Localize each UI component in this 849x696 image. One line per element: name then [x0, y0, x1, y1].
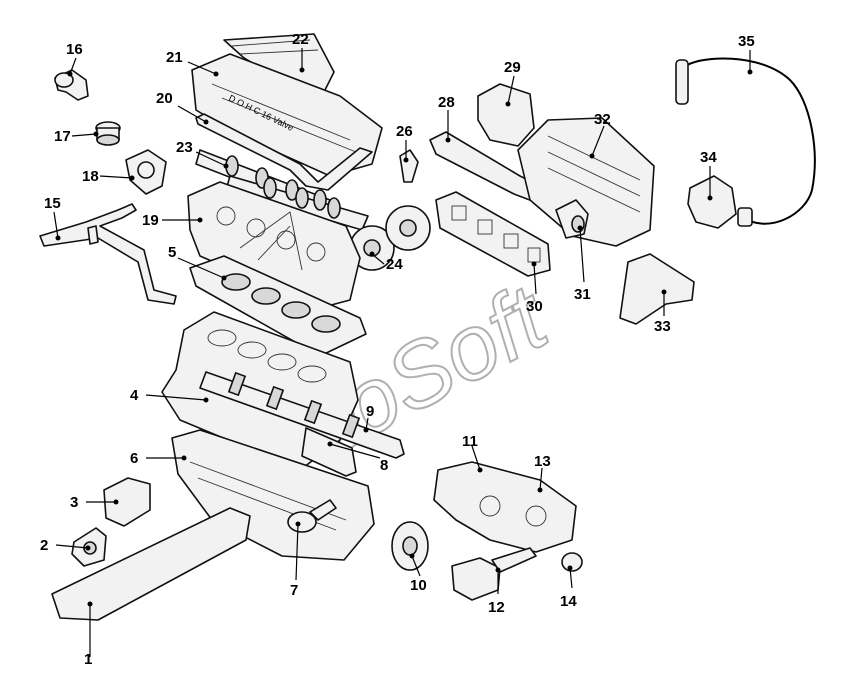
throttle-body — [477, 83, 535, 147]
water-outlet — [125, 149, 167, 195]
callout-24: 24 — [386, 256, 403, 273]
callout-26: 26 — [396, 123, 413, 140]
callout-11: 11 — [462, 433, 478, 450]
thermostat — [95, 121, 121, 146]
callout-15: 15 — [44, 195, 61, 212]
head-gasket — [189, 255, 367, 357]
callout-1: 1 — [84, 651, 92, 668]
drain-plug — [561, 552, 583, 572]
callout-21: 21 — [166, 49, 183, 66]
callout-23: 23 — [176, 139, 193, 156]
cover-gasket — [195, 113, 373, 191]
water-pipe — [39, 203, 177, 305]
callout-18: 18 — [82, 168, 99, 185]
callout-10: 10 — [410, 577, 427, 594]
callout-28: 28 — [438, 94, 455, 111]
callout-12: 12 — [488, 599, 505, 616]
callout-20: 20 — [156, 90, 173, 107]
mount-bracket — [103, 477, 151, 527]
coolant-sensor — [399, 149, 419, 183]
callout-8: 8 — [380, 457, 388, 474]
oil-strainer — [287, 499, 337, 533]
callout-31: 31 — [574, 286, 591, 303]
intake-manifold — [517, 117, 655, 247]
callout-13: 13 — [534, 453, 551, 470]
oil-filter-fitting — [451, 547, 537, 601]
callout-30: 30 — [526, 298, 543, 315]
manifold-bracket — [619, 253, 695, 325]
oil-pump-housing — [433, 461, 577, 553]
callout-leaders — [53, 48, 753, 657]
callout-16: 16 — [66, 41, 83, 58]
callout-19: 19 — [142, 212, 159, 229]
callout-29: 29 — [504, 59, 521, 76]
callout-34: 34 — [700, 149, 717, 166]
callout-2: 2 — [40, 537, 48, 554]
callout-35: 35 — [738, 33, 755, 50]
cam-gears — [349, 205, 431, 271]
thermostat-housing — [54, 69, 89, 101]
camshafts — [195, 149, 369, 231]
callout-5: 5 — [168, 244, 176, 261]
callout-33: 33 — [654, 318, 671, 335]
callout-14: 14 — [560, 593, 577, 610]
cylinder-head — [187, 181, 361, 309]
oil-pan — [171, 429, 375, 561]
ignition-wire — [675, 57, 816, 227]
callout-17: 17 — [54, 128, 71, 145]
callout-numbers: 1 2 3 4 5 6 7 8 9 10 11 12 13 14 15 16 1… — [40, 31, 755, 668]
exhaust-gasket — [435, 191, 551, 277]
callout-9: 9 — [366, 403, 374, 420]
callout-7: 7 — [290, 582, 298, 599]
callout-4: 4 — [130, 387, 139, 404]
callout-32: 32 — [594, 111, 611, 128]
callout-6: 6 — [130, 450, 138, 467]
subframe — [51, 507, 251, 621]
balance-shaft — [301, 427, 357, 477]
callout-3: 3 — [70, 494, 78, 511]
ignition-coil — [687, 175, 737, 229]
callout-22: 22 — [292, 31, 309, 48]
oil-pump-pulley — [391, 521, 429, 571]
